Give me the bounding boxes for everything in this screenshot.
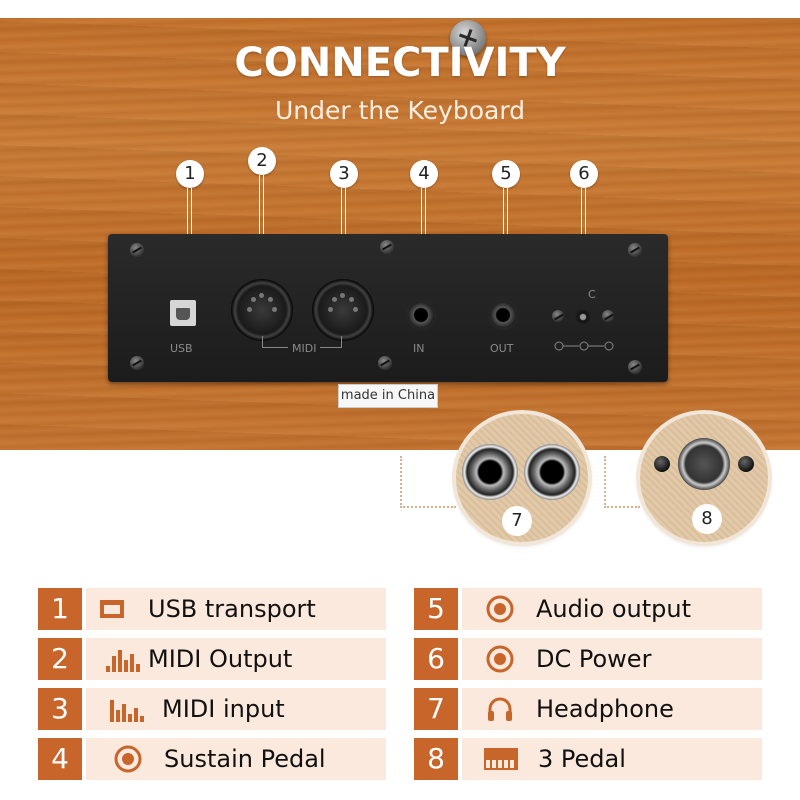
legend-number: 4: [38, 738, 82, 780]
callout-number-5: 5: [492, 160, 520, 188]
panel-screw-icon: [380, 240, 394, 254]
legend-item: 2 MIDI Output: [38, 638, 386, 680]
zoom-connector: [604, 456, 606, 508]
legend-item: 1 USB transport: [38, 588, 386, 630]
zoom-connector: [604, 506, 640, 508]
callout-number-4: 4: [410, 160, 438, 188]
legend-number: 2: [38, 638, 82, 680]
legend-label: DC Power: [536, 645, 652, 673]
legend-item: 4 Sustain Pedal: [38, 738, 386, 780]
ring-jack-icon: [114, 745, 142, 773]
piano-keys-icon: [484, 748, 518, 770]
panel-screw-icon: [378, 356, 392, 370]
legend-number: 8: [414, 738, 458, 780]
dc-polarity-icon: [554, 341, 614, 351]
callout-number-2: 2: [248, 147, 276, 175]
legend-label: Audio output: [536, 595, 692, 623]
midi-out-port-icon: [231, 279, 293, 341]
usb-port-icon: [170, 300, 196, 326]
zoom-headphone-jacks: 7: [456, 414, 588, 542]
legend-body: [462, 688, 762, 730]
midi-bars-icon: [110, 700, 144, 722]
page-subtitle: Under the Keyboard: [274, 96, 526, 125]
legend-body: [86, 588, 386, 630]
legend-number: 6: [414, 638, 458, 680]
top-screw-icon: [450, 20, 486, 56]
zoom-screw-icon: [654, 456, 670, 472]
made-in-label: made in China: [338, 384, 438, 408]
panel-screw-icon: [628, 243, 642, 257]
legend-label: USB transport: [148, 595, 316, 623]
legend-body: [86, 738, 386, 780]
usb-port-label: USB: [170, 342, 193, 355]
dc-port-label: C: [588, 288, 596, 301]
callout-number-3: 3: [330, 160, 358, 188]
sustain-jack-icon: [406, 300, 436, 330]
legend-label: Headphone: [536, 695, 674, 723]
headphone-icon: [488, 697, 512, 721]
legend-number: 5: [414, 588, 458, 630]
callout-number-7: 7: [502, 506, 532, 536]
legend-item: 8 3 Pedal: [414, 738, 762, 780]
headphone-jack-icon: [524, 444, 580, 500]
panel-screw-icon: [602, 310, 614, 322]
pedal-port-icon: [678, 438, 730, 490]
out-port-label: OUT: [490, 342, 514, 355]
callout-number-6: 6: [570, 160, 598, 188]
zoom-connector: [400, 456, 402, 508]
legend-item: 6 DC Power: [414, 638, 762, 680]
panel-screw-icon: [552, 310, 564, 322]
usb-port-icon: [100, 600, 124, 618]
legend-number: 3: [38, 688, 82, 730]
page-title: CONNECTIVITY: [234, 40, 566, 86]
headphone-jack-icon: [462, 444, 518, 500]
ring-jack-icon: [486, 595, 514, 623]
panel-screw-icon: [130, 356, 144, 370]
callout-pointer-2: [259, 175, 264, 287]
callout-number-1: 1: [176, 160, 204, 188]
legend-label: Sustain Pedal: [164, 745, 326, 773]
legend-label: MIDI input: [162, 695, 285, 723]
legend-label: MIDI Output: [148, 645, 293, 673]
audio-out-jack-icon: [488, 300, 518, 330]
legend-number: 7: [414, 688, 458, 730]
zoom-screw-icon: [738, 456, 754, 472]
midi-port-label: MIDI: [288, 342, 321, 355]
midi-in-port-icon: [312, 279, 374, 341]
dc-power-jack-icon: [574, 308, 592, 326]
legend-number: 1: [38, 588, 82, 630]
legend-item: 7 Headphone: [414, 688, 762, 730]
legend-body: [86, 638, 386, 680]
callout-number-8: 8: [692, 504, 722, 534]
legend-item: 3 MIDI input: [38, 688, 386, 730]
panel-screw-icon: [628, 360, 642, 374]
panel-screw-icon: [130, 243, 144, 257]
legend-item: 5 Audio output: [414, 588, 762, 630]
midi-bars-icon: [106, 650, 140, 672]
in-port-label: IN: [413, 342, 425, 355]
zoom-pedal-port: 8: [640, 414, 768, 542]
zoom-connector: [400, 506, 456, 508]
ring-jack-icon: [486, 645, 514, 673]
legend-label: 3 Pedal: [538, 745, 626, 773]
